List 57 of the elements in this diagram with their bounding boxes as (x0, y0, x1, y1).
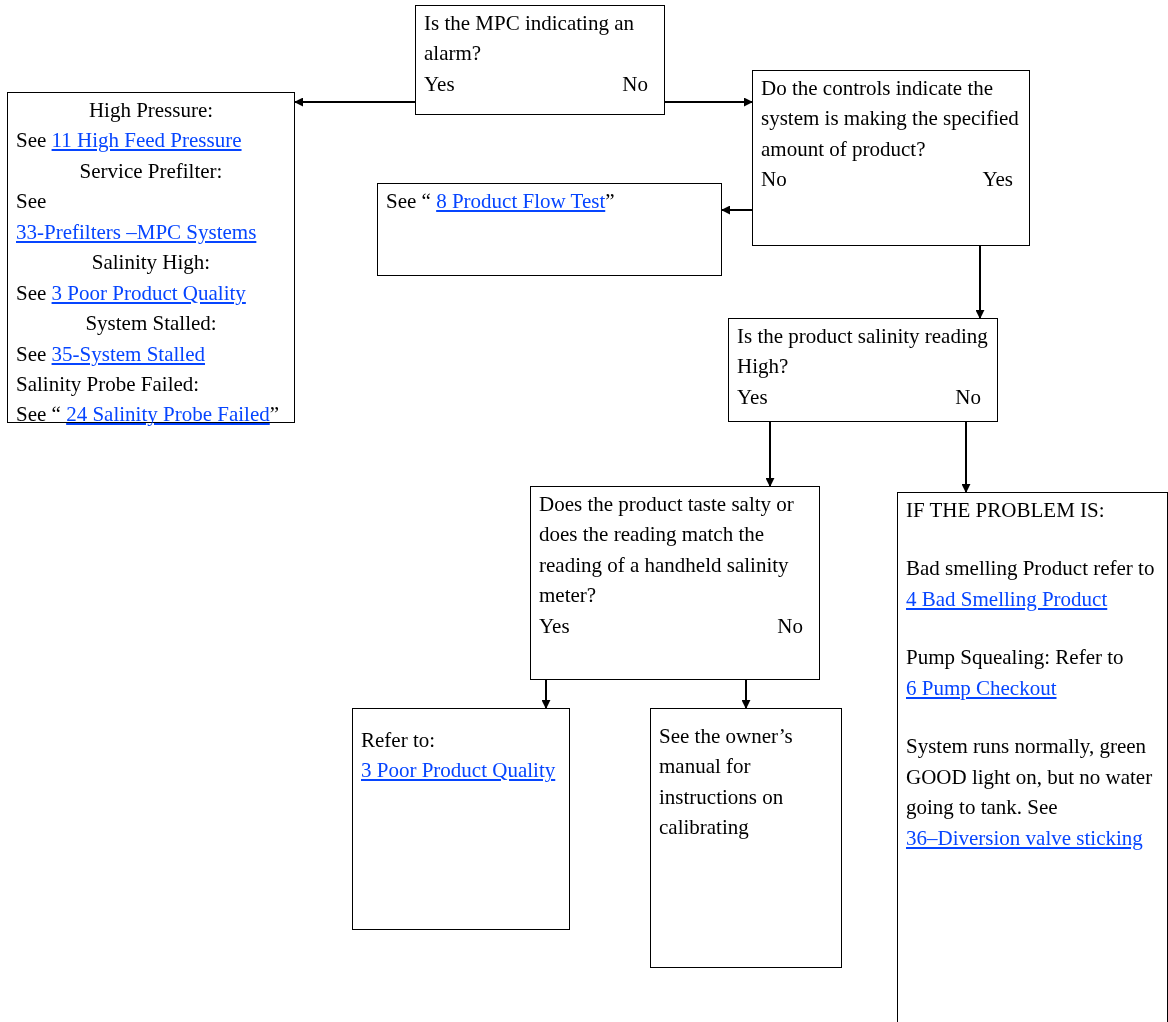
body-text: IF THE PROBLEM IS: (906, 498, 1105, 522)
body-text: Service Prefilter: (79, 158, 223, 183)
link-text: 24 Salinity Probe Failed (66, 402, 270, 427)
answer-label: Yes (539, 612, 570, 640)
answer-label: No (622, 70, 648, 98)
link-text: 11 High Feed Pressure (51, 128, 242, 153)
question-text: Is the product salinity reading High? (737, 323, 989, 381)
process-box (352, 708, 570, 930)
link-text: 8 Product Flow Test (436, 189, 606, 213)
body-text: See (16, 280, 47, 305)
body-text: See (16, 341, 47, 366)
answer-label: No (777, 612, 803, 640)
question-text: Does the product taste salty or does the reading match the reading of a handheld salinity meter? (539, 491, 795, 610)
answer-label: Yes (424, 70, 455, 98)
decision-box (415, 5, 665, 115)
question-text: Is the MPC indicating an alarm? (424, 10, 635, 68)
body-text: Pump Squealing: Refer to (906, 645, 1124, 670)
body-text: See the owner’s manual for instructions on calibrating (659, 724, 793, 840)
answer-label: No (955, 383, 981, 411)
body-text: High Pressure: (88, 98, 214, 122)
decision-box (530, 486, 820, 680)
decision-box (752, 70, 1030, 246)
arrow (664, 97, 753, 107)
process-box (897, 492, 1168, 1022)
arrow (741, 679, 751, 709)
answer-label: Yes (737, 383, 768, 411)
link-text: 4 Bad Smelling Product (906, 586, 1108, 611)
body-text: Salinity Probe Failed: (16, 371, 200, 396)
body-text: Salinity High: (91, 250, 211, 275)
body-text: See “ (16, 402, 61, 427)
question-text: Do the controls indicate the system is making the specified amount of product? (761, 75, 1020, 163)
process-box (650, 708, 842, 968)
process-box (377, 183, 722, 276)
link-text: 6 Pump Checkout (906, 675, 1057, 700)
arrow (961, 421, 971, 493)
body-text: Refer to: (361, 728, 436, 752)
decision-box (728, 318, 998, 422)
body-text: Bad smelling Product refer to (906, 556, 1155, 581)
arrow (975, 245, 985, 319)
body-text: See (16, 189, 47, 214)
arrow (541, 679, 551, 709)
answer-label: Yes (982, 166, 1013, 194)
body-text: System Stalled: (85, 311, 217, 336)
body-text: ” (269, 402, 280, 427)
body-text: ” (605, 189, 615, 213)
link-text: 35-System Stalled (51, 341, 205, 366)
arrow (721, 205, 753, 215)
body-text: System runs normally, green GOOD light on, but no water going to tank. See (906, 734, 1153, 820)
answer-label: No (761, 166, 787, 194)
link-text: 33-Prefilters –MPC Systems (16, 219, 257, 244)
link-text: 3 Poor Product Quality (51, 280, 246, 305)
arrow (294, 97, 416, 107)
body-text: See “ (386, 189, 431, 213)
link-text: 36–Diversion valve sticking (906, 825, 1143, 850)
arrow (765, 421, 775, 487)
body-text: See (16, 128, 47, 153)
link-text: 3 Poor Product Quality (361, 758, 556, 783)
